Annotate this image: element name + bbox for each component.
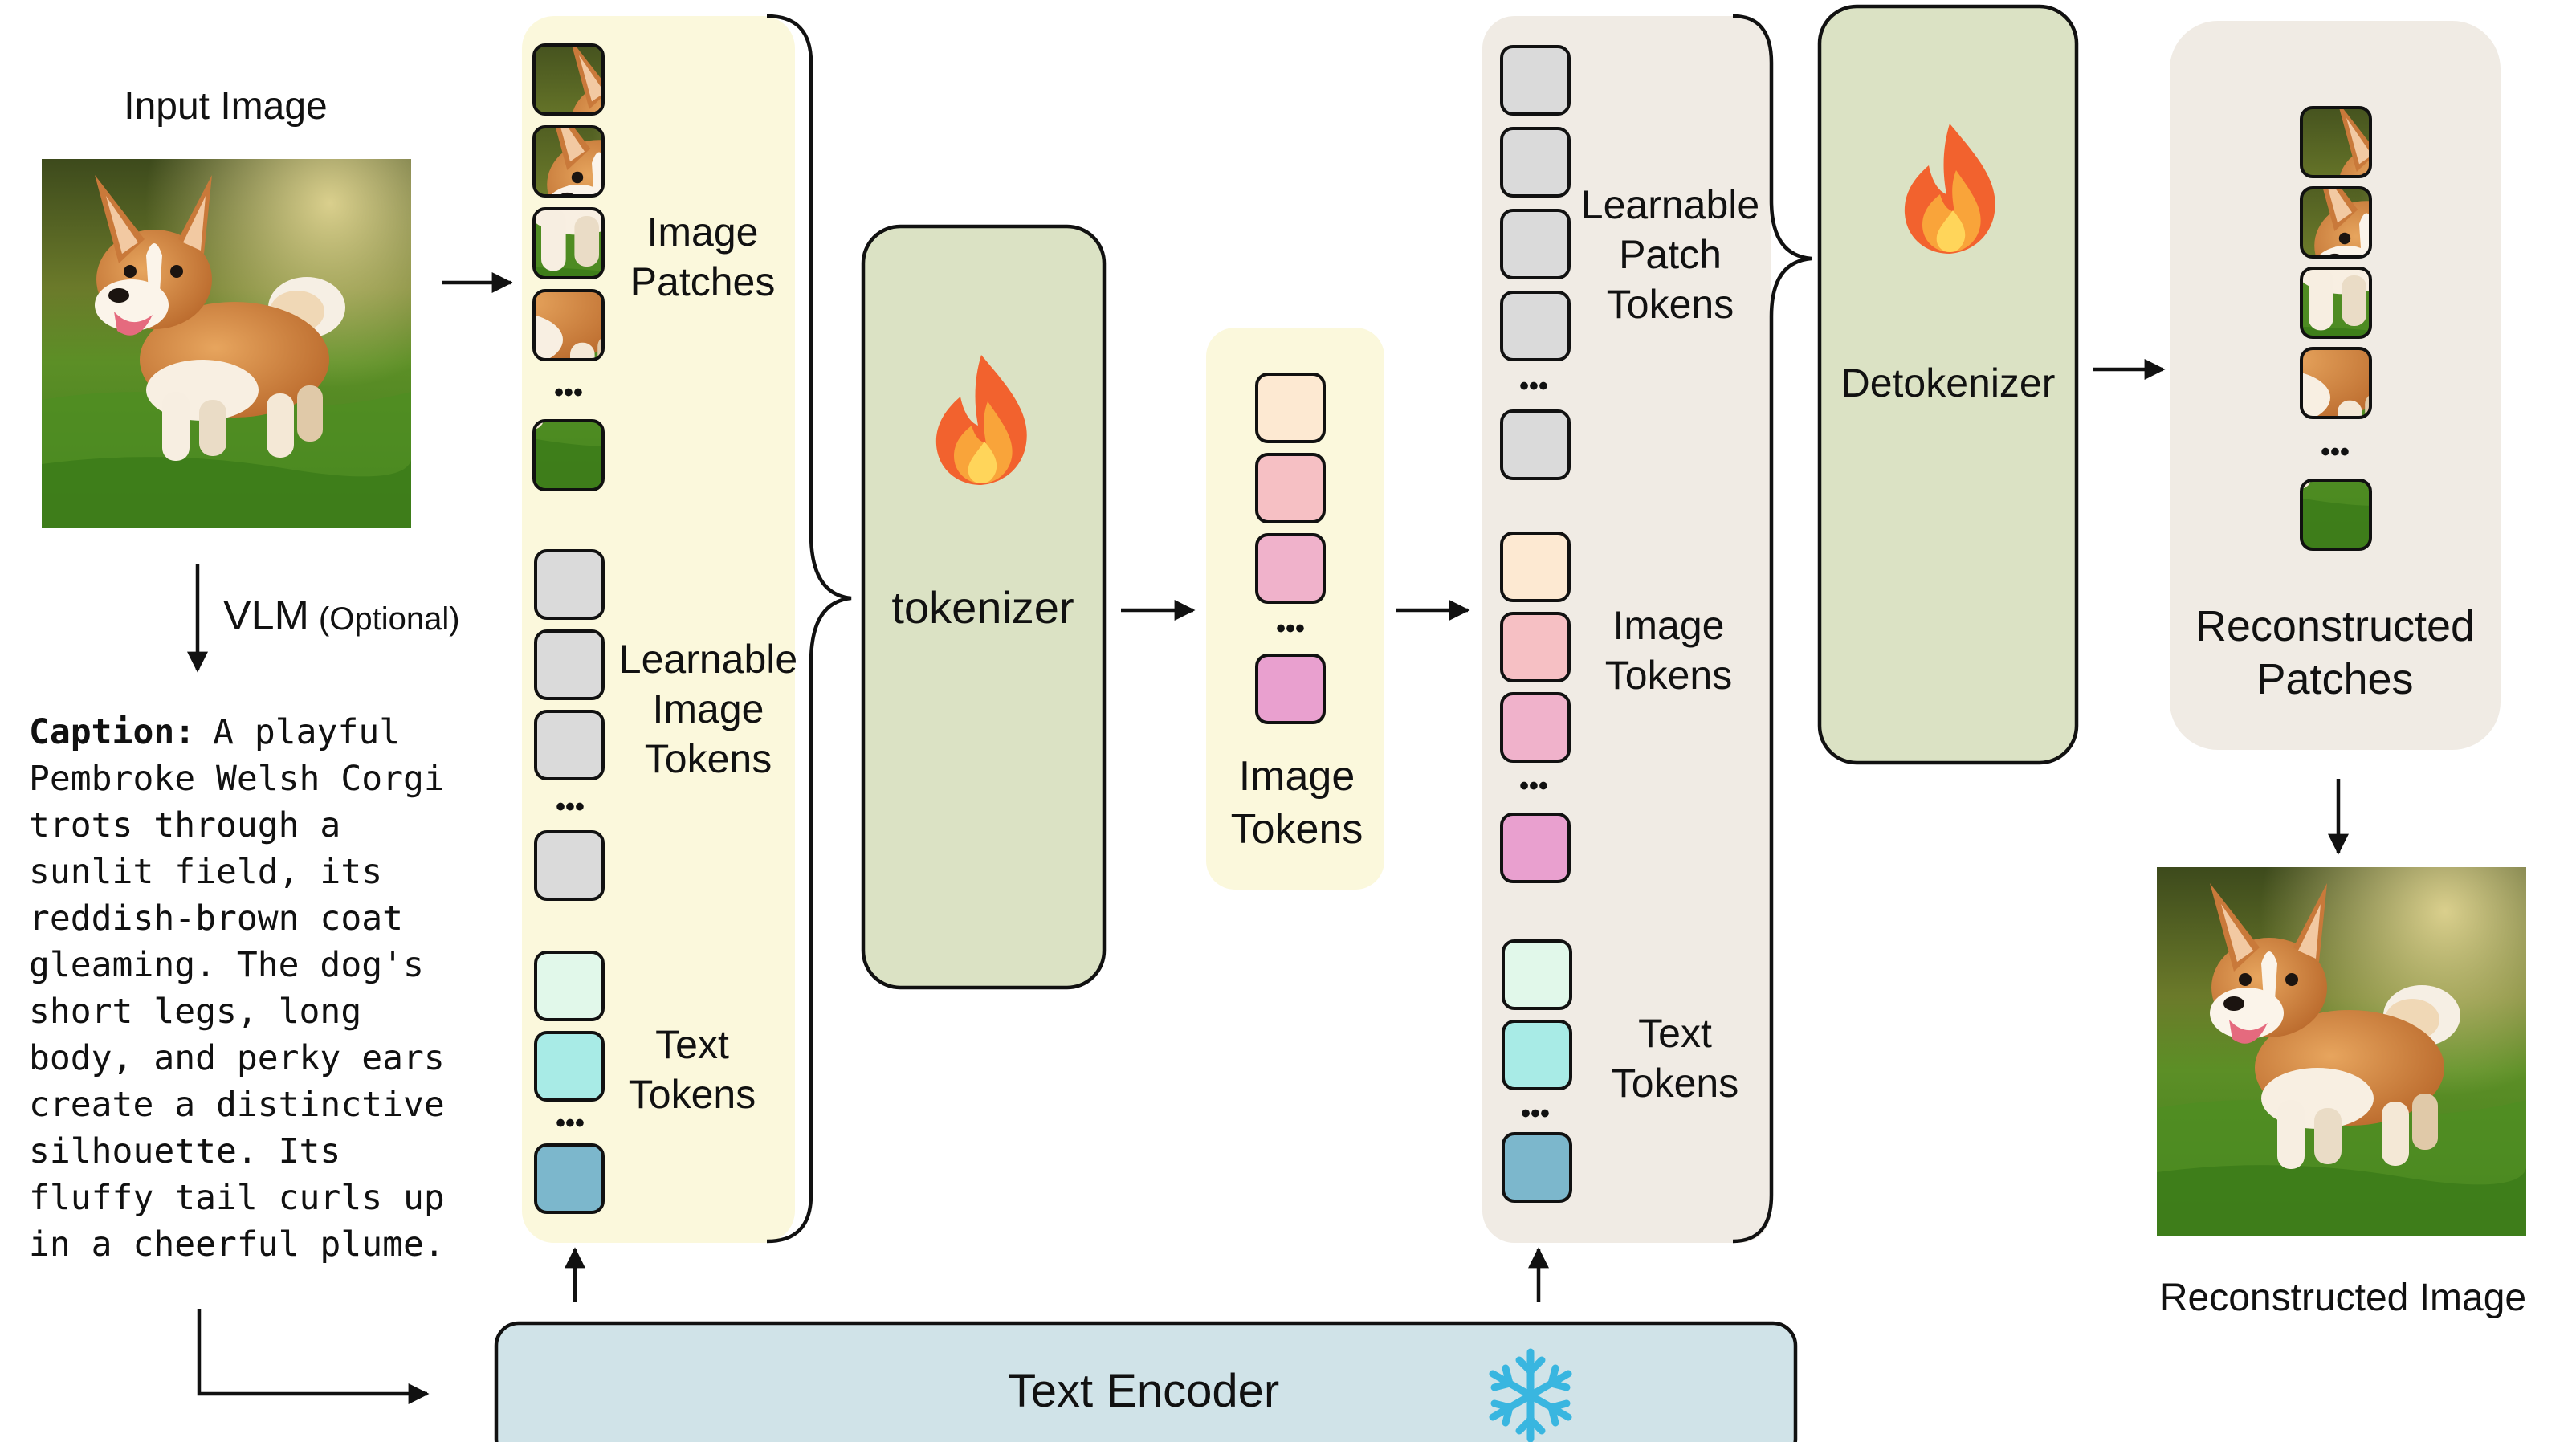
tokenizer-label: tokenizer	[891, 582, 1074, 633]
image-token	[1500, 612, 1571, 682]
text-token	[534, 1031, 605, 1102]
image-token	[1500, 692, 1571, 763]
learnable-image-token	[534, 830, 605, 901]
caption-line: sunlit field, its	[29, 852, 382, 892]
ellipsis: •••	[2321, 437, 2350, 467]
caption-line: fluffy tail curls up	[29, 1178, 445, 1218]
caption-line: gleaming. The dog's	[29, 945, 424, 985]
reconstructed-image-label: Reconstructed Image	[2160, 1277, 2526, 1319]
ellipsis: •••	[556, 792, 585, 822]
encoder-input-brace	[766, 14, 852, 1244]
learnable-patch-token	[1500, 209, 1571, 279]
reconstructed-patch	[2300, 267, 2372, 339]
vlm-label: VLM(Optional)	[223, 593, 460, 639]
caption-line: Caption:A playful	[29, 712, 400, 752]
caption-line: create a distinctive	[29, 1085, 445, 1125]
learnable-image-token	[534, 549, 605, 620]
ellipsis: •••	[1519, 771, 1548, 801]
learnable-patch-token	[1500, 409, 1571, 480]
reconstructed-patch	[2300, 347, 2372, 419]
ellipsis: •••	[556, 1108, 585, 1139]
image-patch	[532, 125, 605, 198]
learnable-image-token	[534, 629, 605, 700]
decoder-input-brace	[1732, 14, 1812, 1244]
ellipsis: •••	[1276, 613, 1305, 644]
ellipsis: •••	[1521, 1098, 1550, 1129]
flame-icon	[935, 355, 1027, 485]
caption-line: trots through a	[29, 805, 340, 845]
tokenizer-box	[861, 224, 1107, 990]
input-image	[42, 159, 411, 528]
learnable-image-token	[534, 710, 605, 780]
input-image-title: Input Image	[124, 85, 328, 128]
image-token	[1255, 533, 1326, 604]
detokenizer-label: Detokenizer	[1841, 360, 2056, 405]
text-encoder-box	[494, 1321, 1798, 1442]
text-encoder-label: Text Encoder	[1008, 1365, 1280, 1417]
caption-line: Pembroke Welsh Corgi	[29, 759, 445, 799]
learnable-patch-token	[1500, 127, 1571, 198]
learnable-patch-token	[1500, 45, 1571, 116]
reconstructed-patch	[2300, 186, 2372, 259]
flame-icon	[1904, 124, 1995, 254]
caption-line: reddish-brown coat	[29, 898, 403, 939]
reconstructed-image	[2157, 867, 2526, 1236]
learnable-patch-token	[1500, 291, 1571, 361]
reconstructed-patch	[2300, 106, 2372, 178]
detokenizer-box	[1817, 4, 2079, 765]
image-token	[1500, 813, 1571, 883]
text-token	[534, 1143, 605, 1214]
reconstructed-patch	[2300, 479, 2372, 551]
image-token	[1500, 532, 1571, 602]
image-token	[1255, 453, 1326, 523]
caption-line: short legs, long	[29, 992, 361, 1032]
caption-to-encoder-arrow	[197, 1309, 430, 1404]
text-token	[1502, 1020, 1572, 1090]
image-token	[1255, 373, 1326, 443]
caption-line: body, and perky ears	[29, 1038, 445, 1078]
caption-line: silhouette. Its	[29, 1131, 340, 1171]
image-patch	[532, 43, 605, 116]
text-token	[534, 951, 605, 1021]
caption-block: Caption:A playful Pembroke Welsh Corgi t…	[29, 712, 445, 1265]
snowflake-icon	[1489, 1348, 1572, 1442]
image-tokens-panel	[1206, 328, 1384, 890]
ellipsis: •••	[554, 377, 583, 408]
image-patch	[532, 289, 605, 361]
caption-line: in a cheerful plume.	[29, 1224, 445, 1265]
image-patch	[532, 419, 605, 491]
text-token	[1502, 1132, 1572, 1203]
ellipsis: •••	[1519, 371, 1548, 401]
text-token	[1502, 939, 1572, 1010]
image-token	[1255, 654, 1326, 724]
image-patch	[532, 207, 605, 279]
